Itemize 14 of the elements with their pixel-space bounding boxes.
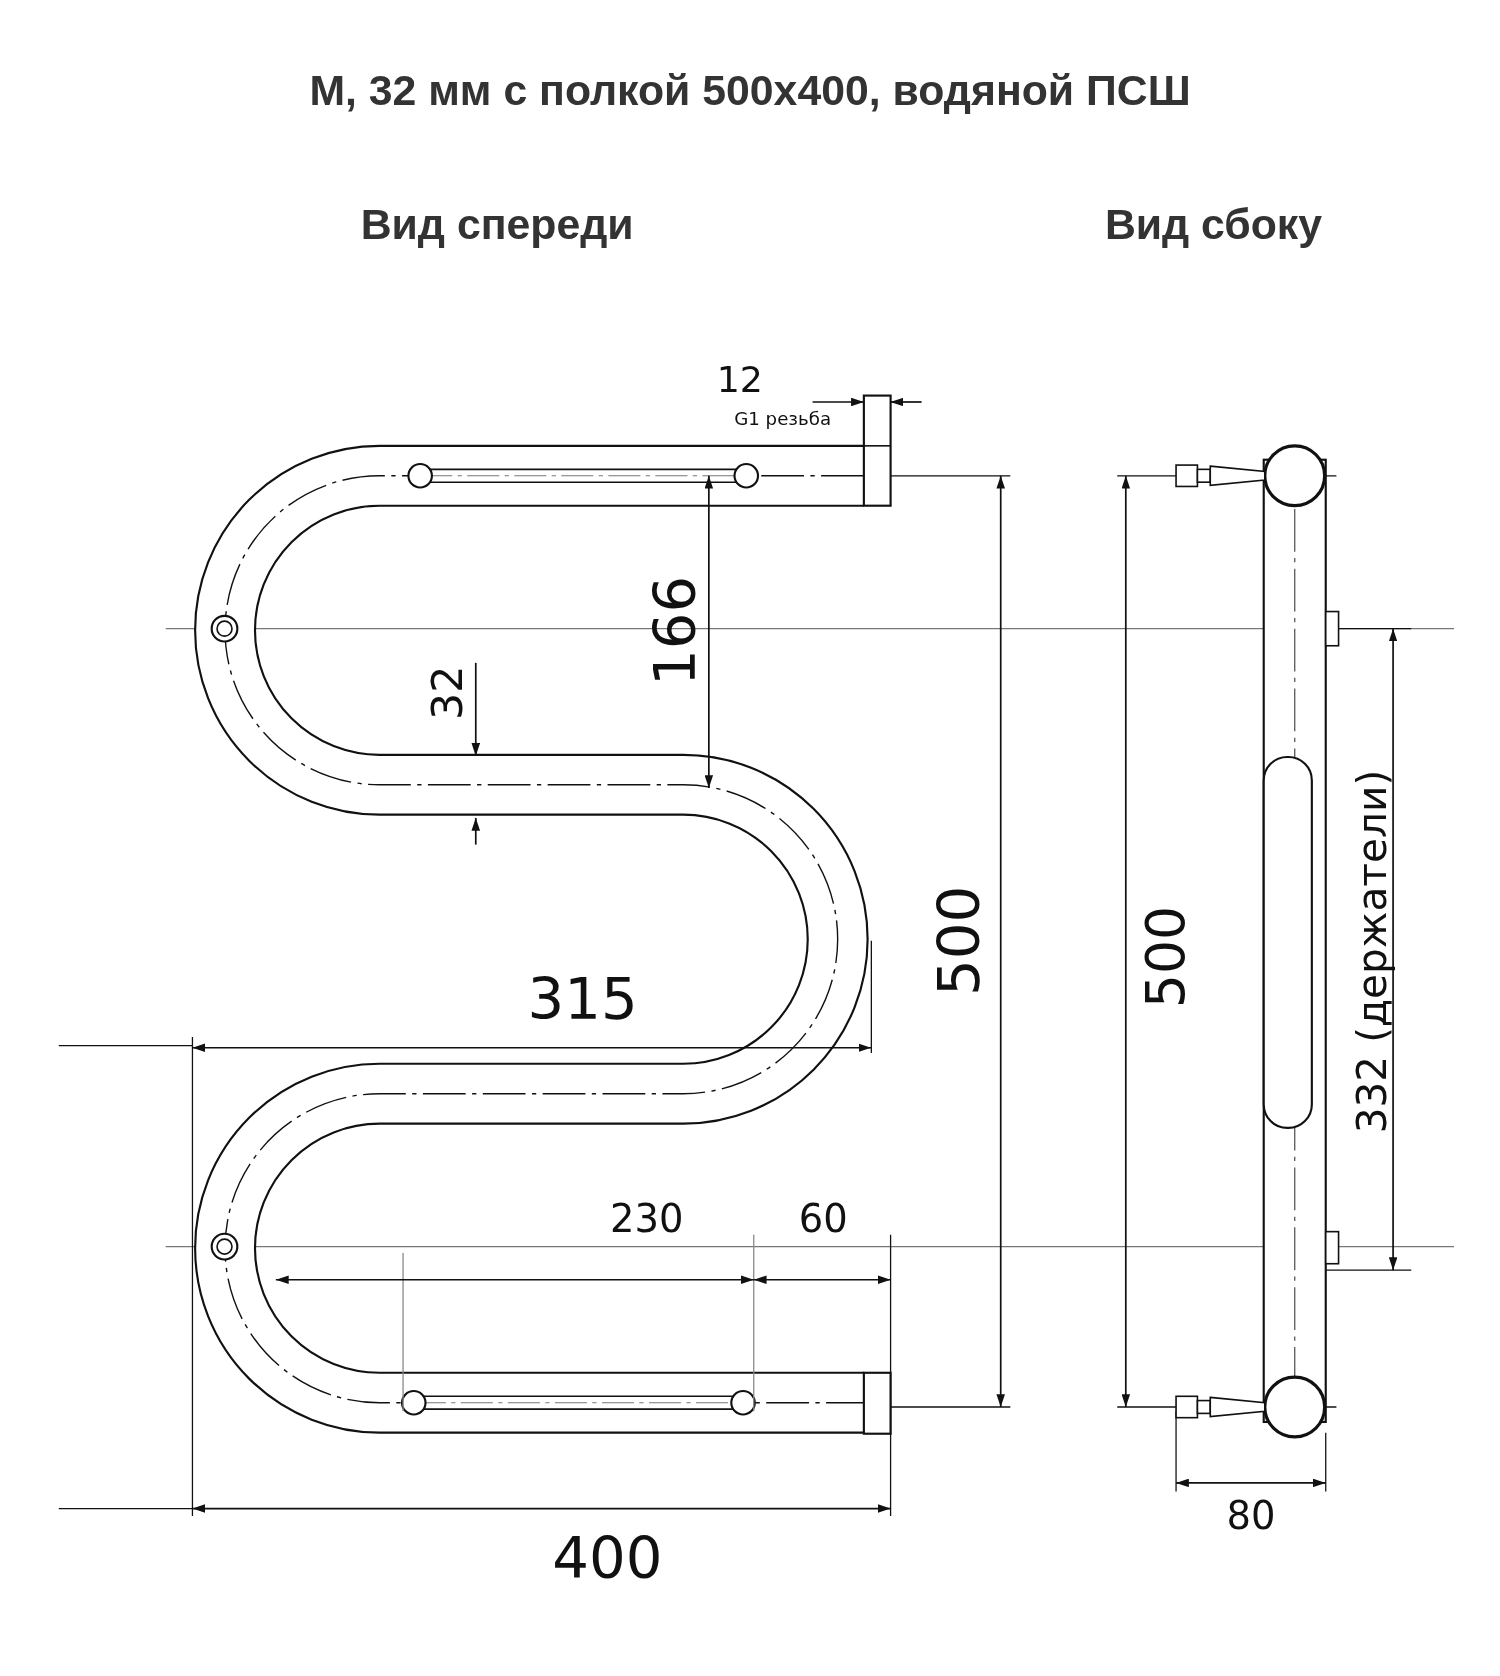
- dimension-label: 500: [931, 885, 989, 996]
- dimension-label: 500: [1138, 905, 1193, 1008]
- view-heading: Вид сбоку: [1104, 203, 1323, 246]
- dimension-label: 400: [552, 1529, 663, 1588]
- dimension-label: G1 резьба: [734, 410, 832, 429]
- dimension-label: 166: [646, 575, 705, 686]
- dimension-label: 80: [1226, 1496, 1276, 1536]
- dimension-label: 60: [798, 1199, 848, 1239]
- dimension-label: 315: [527, 970, 638, 1029]
- dimension-label: 32: [425, 665, 469, 720]
- dimension-label: 230: [610, 1199, 684, 1239]
- view-heading: Вид спереди: [360, 203, 634, 246]
- diagram-title: М, 32 мм с полкой 500х400, водяной ПСШ: [308, 66, 1192, 115]
- dimension-label: 12: [716, 361, 763, 398]
